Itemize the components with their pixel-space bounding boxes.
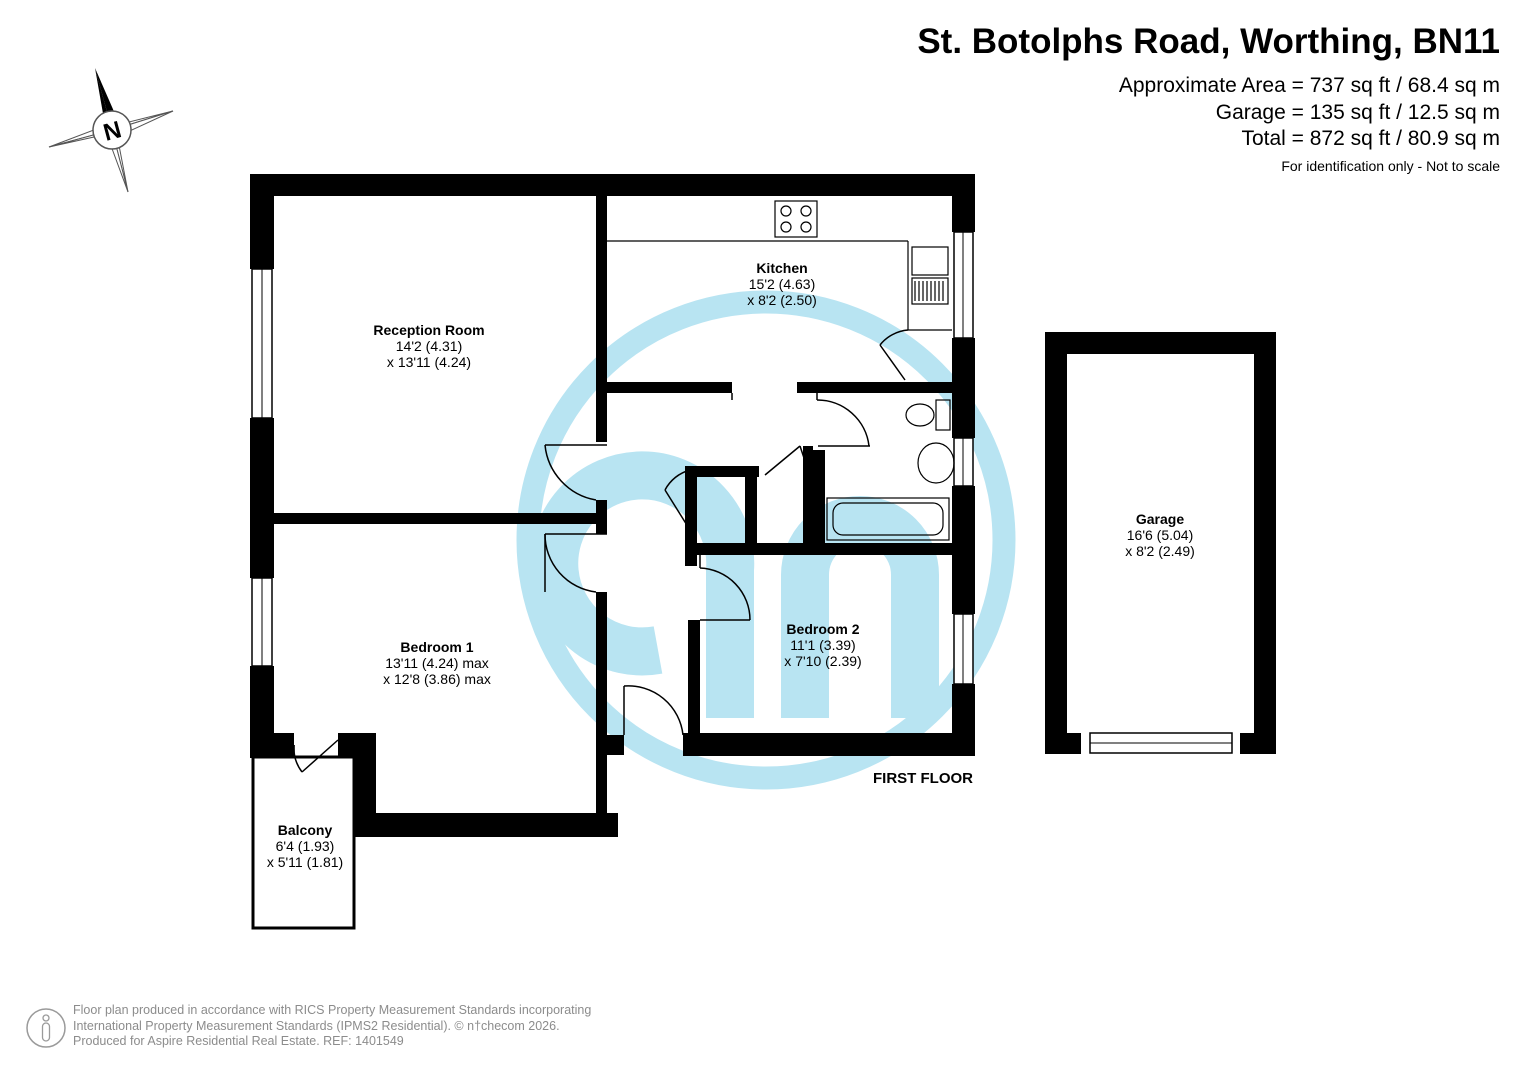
room-bedroom-1: Bedroom 1 13'11 (4.24) max x 12'8 (3.86)… (383, 639, 491, 687)
room-garage-dim2: x 8'2 (2.49) (1125, 543, 1195, 559)
footer-line-1: Floor plan produced in accordance with R… (73, 1003, 592, 1017)
floor-label: FIRST FLOOR (873, 770, 973, 787)
walls (250, 174, 1276, 837)
approximate-area: Approximate Area = 737 sq ft / 68.4 sq m (1118, 74, 1500, 97)
window-lines (261, 232, 1232, 744)
bathroom-fittings (826, 399, 955, 541)
room-reception-name: Reception Room (373, 322, 485, 338)
footer-line-3: Produced for Aspire Residential Real Est… (73, 1034, 404, 1048)
doors (293, 329, 909, 773)
room-bedroom-2-name: Bedroom 2 (786, 621, 860, 637)
room-bedroom-2: Bedroom 2 11'1 (3.39) x 7'10 (2.39) (784, 621, 861, 669)
property-title: St. Botolphs Road, Worthing, BN11 (917, 22, 1500, 61)
compass-north-label: N (101, 116, 125, 147)
room-garage-dim1: 16'6 (5.04) (1126, 527, 1194, 543)
garage-area: Garage = 135 sq ft / 12.5 sq m (1215, 101, 1500, 124)
total-area: Total = 872 sq ft / 80.9 sq m (1241, 127, 1500, 150)
room-reception-dim2: x 13'11 (4.24) (386, 354, 472, 370)
room-bedroom-1-dim1: 13'11 (4.24) max (385, 655, 489, 671)
compass-icon: N (48, 68, 174, 193)
info-person-icon (26, 1008, 66, 1048)
room-bedroom-2-dim2: x 7'10 (2.39) (784, 653, 862, 669)
room-garage: Garage 16'6 (5.04) x 8'2 (2.49) (1125, 511, 1195, 559)
room-kitchen: Kitchen 15'2 (4.63) x 8'2 (2.50) (747, 260, 817, 308)
footer-line-2: International Property Measurement Stand… (73, 1018, 560, 1033)
room-kitchen-dim1: 15'2 (4.63) (748, 276, 816, 292)
room-kitchen-name: Kitchen (756, 260, 808, 276)
room-garage-name: Garage (1135, 511, 1185, 527)
room-bedroom-1-dim2: x 12'8 (3.86) max (383, 671, 491, 687)
room-kitchen-dim2: x 8'2 (2.50) (747, 292, 817, 308)
room-bedroom-2-dim1: 11'1 (3.39) (790, 637, 856, 653)
room-balcony-dim2: x 5'11 (1.81) (266, 854, 344, 870)
footer-text: Floor plan produced in accordance with R… (73, 1003, 591, 1050)
room-reception: Reception Room 14'2 (4.31) x 13'11 (4.24… (373, 322, 484, 370)
room-balcony-name: Balcony (277, 822, 333, 838)
balcony-outline (251, 755, 356, 930)
room-balcony-dim1: 6'4 (1.93) (275, 838, 335, 854)
scale-note: For identification only - Not to scale (1281, 158, 1500, 174)
room-reception-dim1: 14'2 (4.31) (395, 338, 463, 354)
room-bedroom-1-name: Bedroom 1 (400, 639, 474, 655)
room-balcony: Balcony 6'4 (1.93) x 5'11 (1.81) (267, 822, 343, 870)
kitchen-fittings (607, 200, 952, 331)
